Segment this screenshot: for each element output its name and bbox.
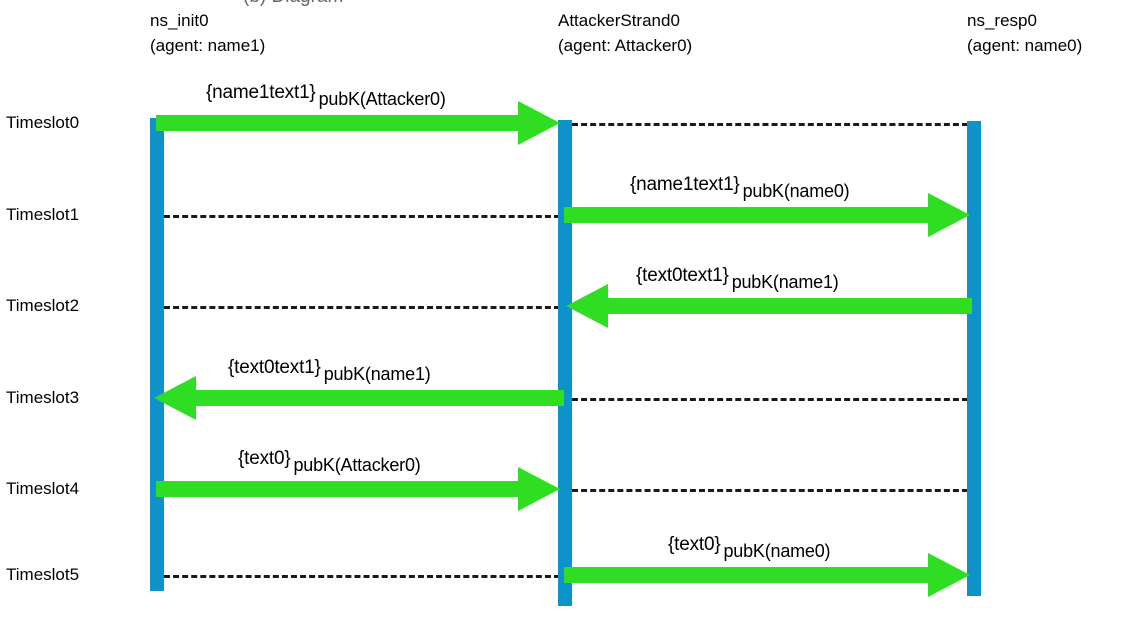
message-label-4: {text0}pubK(Attacker0) (238, 448, 421, 476)
participant-agent: (agent: name1) (150, 36, 266, 55)
timeslot-connector-1 (164, 215, 560, 218)
participant-header-ns-resp0: ns_resp0 (agent: name0) (967, 8, 1082, 58)
message-key: pubK(name0) (742, 181, 850, 201)
timeslot-connector-3 (572, 398, 968, 401)
lifeline-attackerstrand0 (558, 120, 572, 606)
participant-agent: (agent: name0) (967, 36, 1083, 55)
timeslot-connector-2 (164, 306, 560, 309)
message-arrow-3 (146, 376, 564, 420)
lifeline-ns-resp0 (967, 121, 981, 596)
message-key: pubK(name1) (731, 272, 839, 292)
participant-header-attackerstrand0: AttackerStrand0 (agent: Attacker0) (558, 8, 692, 58)
timeslot-label-0: Timeslot0 (6, 113, 80, 132)
message-payload: {text0} (238, 448, 291, 469)
message-payload: {text0text1} (636, 265, 729, 286)
message-label-2: {text0text1}pubK(name1) (636, 265, 839, 293)
participant-name: ns_resp0 (967, 11, 1037, 30)
message-label-0: {name1text1}pubK(Attacker0) (206, 82, 446, 110)
timeslot-label-2: Timeslot2 (6, 296, 80, 315)
message-key: pubK(Attacker0) (318, 89, 446, 109)
timeslot-label-4: Timeslot4 (6, 479, 80, 498)
message-payload: {text0text1} (228, 357, 321, 378)
message-arrow-1 (564, 193, 978, 237)
message-key: pubK(Attacker0) (293, 455, 421, 475)
timeslot-label-5: Timeslot5 (6, 565, 80, 584)
message-arrow-4 (156, 467, 568, 511)
cut-off-title: (b) Diagram (243, 0, 343, 8)
message-payload: {name1text1} (206, 82, 316, 103)
participant-name: AttackerStrand0 (558, 11, 680, 30)
message-arrow-2 (558, 284, 972, 328)
timeslot-label-1: Timeslot1 (6, 205, 80, 224)
message-arrow-0 (156, 101, 568, 145)
message-payload: {name1text1} (630, 174, 740, 195)
message-label-1: {name1text1}pubK(name0) (630, 174, 850, 202)
message-payload: {text0} (668, 534, 721, 555)
message-arrow-5 (564, 553, 978, 597)
participant-name: ns_init0 (150, 11, 209, 30)
message-key: pubK(name1) (323, 364, 431, 384)
participant-header-ns-init0: ns_init0 (agent: name1) (150, 8, 265, 58)
message-label-5: {text0}pubK(name0) (668, 534, 831, 562)
message-key: pubK(name0) (723, 541, 831, 561)
timeslot-connector-4 (572, 489, 968, 492)
lifeline-ns-init0 (150, 118, 164, 591)
timeslot-label-3: Timeslot3 (6, 388, 80, 407)
timeslot-connector-5 (164, 575, 560, 578)
timeslot-connector-0 (572, 123, 968, 126)
participant-agent: (agent: Attacker0) (558, 36, 693, 55)
message-label-3: {text0text1}pubK(name1) (228, 357, 431, 385)
